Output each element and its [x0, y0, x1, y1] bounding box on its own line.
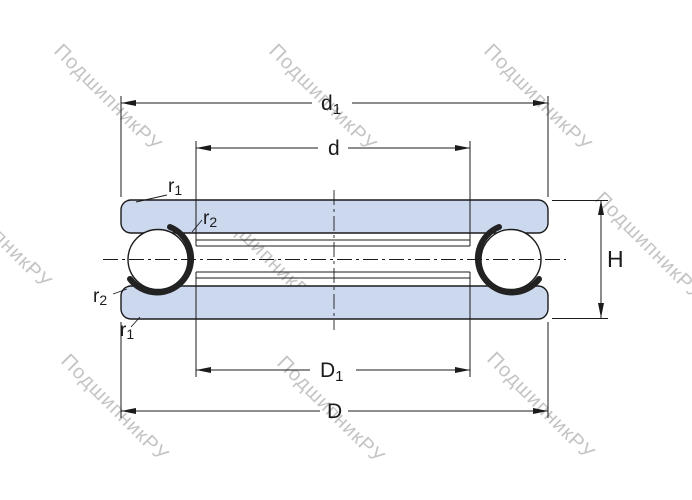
label-D: D	[327, 400, 342, 423]
bore-lines	[196, 239, 470, 279]
dim-d1: d1	[121, 92, 548, 118]
label-r2-top: r2	[203, 208, 217, 230]
cage-left	[127, 224, 195, 296]
label-D1: D1	[320, 359, 344, 385]
label-r1-bottom: r1	[120, 320, 134, 342]
label-d: d	[328, 137, 340, 160]
label-r2-left: r2	[93, 286, 107, 308]
bottom-washer	[120, 285, 549, 320]
label-d1: d1	[321, 92, 341, 118]
top-washer	[120, 199, 549, 234]
label-r1-top: r1	[168, 176, 182, 198]
extension-lines	[120, 96, 608, 418]
dim-D1: D1	[196, 359, 470, 385]
label-H: H	[607, 246, 624, 272]
cage-right	[474, 224, 542, 296]
dim-H: H	[598, 200, 624, 318]
dim-d: d	[196, 137, 470, 160]
radius-callouts: r1 r2 r2 r1	[93, 176, 217, 342]
dim-D: D	[121, 400, 548, 423]
